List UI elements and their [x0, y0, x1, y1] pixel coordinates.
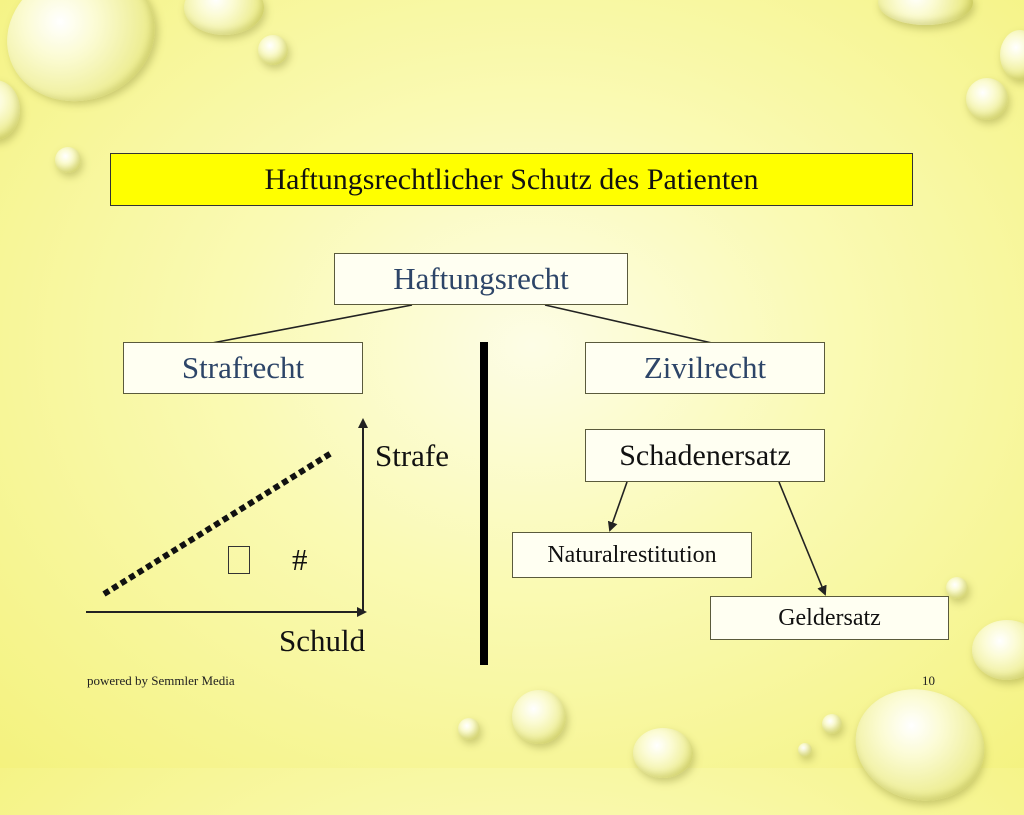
- page-title: Haftungsrechtlicher Schutz des Patienten: [264, 162, 759, 196]
- water-drop: [258, 35, 288, 65]
- slide-number: 10: [922, 673, 935, 688]
- arrow-to-geldersatz: [778, 481, 827, 596]
- water-drop: [966, 78, 1008, 120]
- schadenersatz-label: Schadenersatz: [619, 438, 791, 472]
- zivilrecht-label: Zivilrecht: [643, 350, 767, 385]
- strafrecht-label: Strafrecht: [181, 350, 305, 385]
- connector-root-left: [211, 304, 413, 344]
- water-drop: [972, 620, 1024, 680]
- zivilrecht-box: Zivilrecht: [585, 342, 825, 394]
- naturalrestitution-box: Naturalrestitution: [512, 532, 752, 578]
- title-box: Haftungsrechtlicher Schutz des Patienten: [110, 153, 913, 206]
- geldersatz-box: Geldersatz: [710, 596, 949, 640]
- root-box: Haftungsrecht: [334, 253, 628, 305]
- water-drop: [798, 743, 812, 757]
- graph-dotted-line: [102, 449, 335, 597]
- arrow-to-naturalrestitution: [607, 481, 628, 532]
- water-drop: [946, 577, 968, 599]
- strafrecht-box: Strafrecht: [123, 342, 363, 394]
- naturalrestitution-label: Naturalrestitution: [547, 541, 717, 568]
- placeholder-glyph-box: [228, 546, 250, 574]
- graph-x-label: Schuld: [279, 623, 366, 658]
- graph-y-label: Strafe: [375, 438, 450, 473]
- schadenersatz-box: Schadenersatz: [585, 429, 825, 482]
- geldersatz-label: Geldersatz: [778, 604, 881, 631]
- water-drop: [55, 147, 81, 173]
- water-drop: [0, 80, 20, 140]
- root-label: Haftungsrecht: [393, 261, 569, 296]
- water-drop: [458, 718, 480, 740]
- footer-credit: powered by Semmler Media: [87, 673, 235, 688]
- water-drop: [822, 714, 842, 734]
- graph-symbol-b: #: [292, 542, 308, 577]
- connector-lines: [86, 304, 827, 665]
- water-drop: [512, 690, 566, 744]
- connector-root-right: [544, 304, 713, 344]
